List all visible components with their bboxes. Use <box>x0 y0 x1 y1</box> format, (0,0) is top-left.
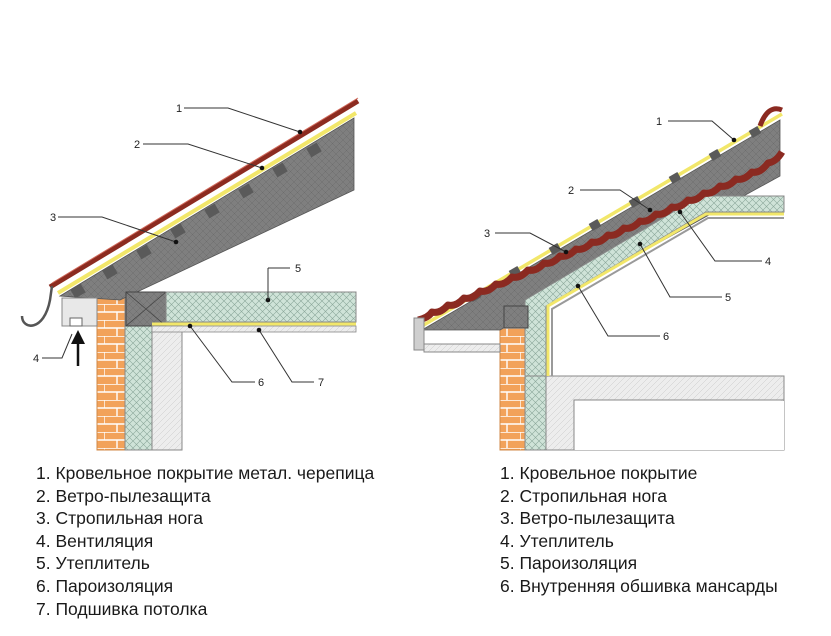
inner-wall <box>151 325 183 451</box>
legend-right-item: 3. Ветро-пылезащита <box>500 508 675 529</box>
callout-1: 1 <box>176 103 182 115</box>
legend-left: 1. Кровельное покрытие метал. черепица 2… <box>36 462 374 620</box>
legend-right-item: 6. Внутренняя обшивка мансарды <box>500 575 778 596</box>
metal-tile-roofing <box>48 98 360 290</box>
wind-membrane <box>56 111 358 295</box>
wall-plate-cross <box>125 291 167 327</box>
right-roof-section: 1 2 3 4 5 6 <box>413 106 786 451</box>
roof-tiles <box>417 150 786 324</box>
callout-r6: 6 <box>663 331 669 343</box>
attic-lining <box>551 217 784 376</box>
vent-slot <box>69 317 83 327</box>
callout-r4: 4 <box>765 256 771 268</box>
callout-r3: 3 <box>484 228 490 240</box>
callout-4: 4 <box>33 353 39 365</box>
legend-right-item: 2. Стропильная нога <box>500 485 668 506</box>
ceiling-insulation <box>165 291 357 323</box>
callout-6: 6 <box>258 377 264 389</box>
legend-left-item: 7. Подшивка потолка <box>36 598 208 619</box>
callout-7: 7 <box>318 377 324 389</box>
battens-right <box>468 126 762 302</box>
ceiling-lining <box>151 325 357 333</box>
roof-insulation <box>524 195 785 377</box>
legend-left-item: 6. Пароизоляция <box>36 575 174 596</box>
right-leader-dots <box>563 137 737 289</box>
eave-fascia <box>413 317 425 351</box>
soffit-right <box>423 343 501 353</box>
legend-left-item: 2. Ветро-пылезащита <box>36 485 211 506</box>
gutter <box>20 285 54 327</box>
battens <box>70 142 322 299</box>
vapour-barrier-right <box>546 212 784 376</box>
wall-plate-right <box>503 305 529 329</box>
callout-r2: 2 <box>568 185 574 197</box>
legend-right-item: 4. Утеплитель <box>500 530 614 551</box>
brick-wall <box>96 291 126 451</box>
callout-3: 3 <box>50 212 56 224</box>
callout-2: 2 <box>134 139 140 151</box>
callout-5: 5 <box>295 263 301 275</box>
legend-left-item: 4. Вентиляция <box>36 530 154 551</box>
legend-left-item: 1. Кровельное покрытие метал. черепица <box>36 463 375 483</box>
legend-right-item: 5. Пароизоляция <box>500 553 638 574</box>
legend-left-item: 3. Стропильная нога <box>36 508 204 529</box>
floor-opening-fill <box>575 401 784 450</box>
left-leaders <box>42 107 314 383</box>
right-leaders <box>495 120 762 337</box>
callout-r1: 1 <box>656 116 662 128</box>
left-roof-section: 1 2 3 4 5 6 7 <box>20 97 360 451</box>
legend-right: 1. Кровельное покрытие 2. Стропильная но… <box>500 462 778 598</box>
callout-r5: 5 <box>725 292 731 304</box>
legend-left-item: 5. Утеплитель <box>36 553 150 574</box>
brick-wall-right <box>499 327 526 451</box>
ridge-tile <box>757 106 783 127</box>
ventilation-arrow <box>71 330 85 366</box>
legend-right-item: 1. Кровельное покрытие <box>500 463 698 483</box>
tile-highlight <box>51 97 359 284</box>
